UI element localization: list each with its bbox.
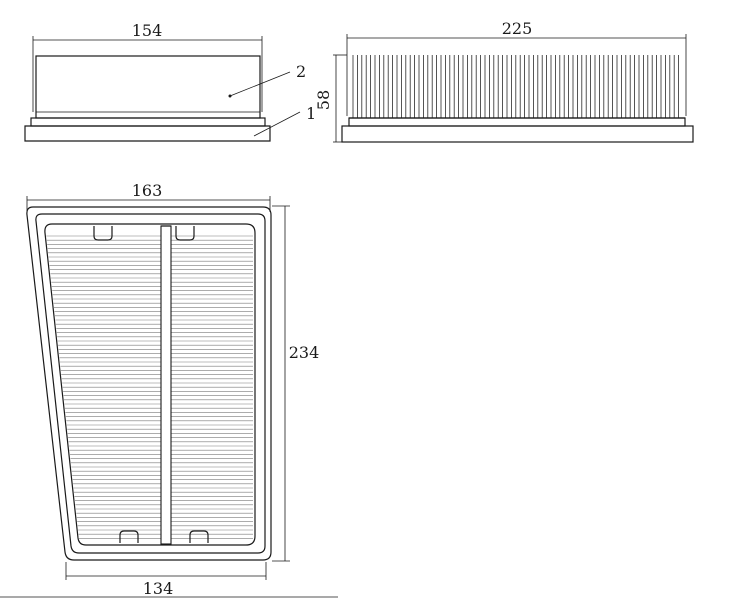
front-pleats [352,55,679,118]
callout-2-leader [229,71,291,97]
top-width-label: 163 [132,181,163,200]
center-support-rib [160,225,172,545]
front-view: 225 58 [314,19,694,143]
top-view: 163 234 134 [0,181,338,598]
front-frame-base [341,125,694,143]
frame-inner-outline [35,213,266,554]
bottom-notch-left [119,530,139,543]
callout-2-label: 2 [296,62,306,81]
height-label: 234 [289,343,320,362]
front-frame-top [348,117,686,127]
front-height-label: 58 [314,90,333,110]
front-width-label: 225 [502,19,533,38]
side-view: 154 2 1 [24,21,316,142]
callout-1-leader [253,111,301,137]
filter-media-outline [44,223,256,546]
top-notch-left [93,226,113,241]
bottom-width-label: 134 [143,579,174,598]
side-frame-base [24,125,271,142]
side-frame-top [30,117,266,127]
bottom-notch-right [189,530,209,543]
side-width-label: 154 [132,21,163,40]
frame-outer-outline [26,206,272,561]
side-filter-body [35,55,261,119]
top-pleats [46,235,253,539]
callout-1-label: 1 [306,104,316,123]
top-notch-right [175,226,195,241]
